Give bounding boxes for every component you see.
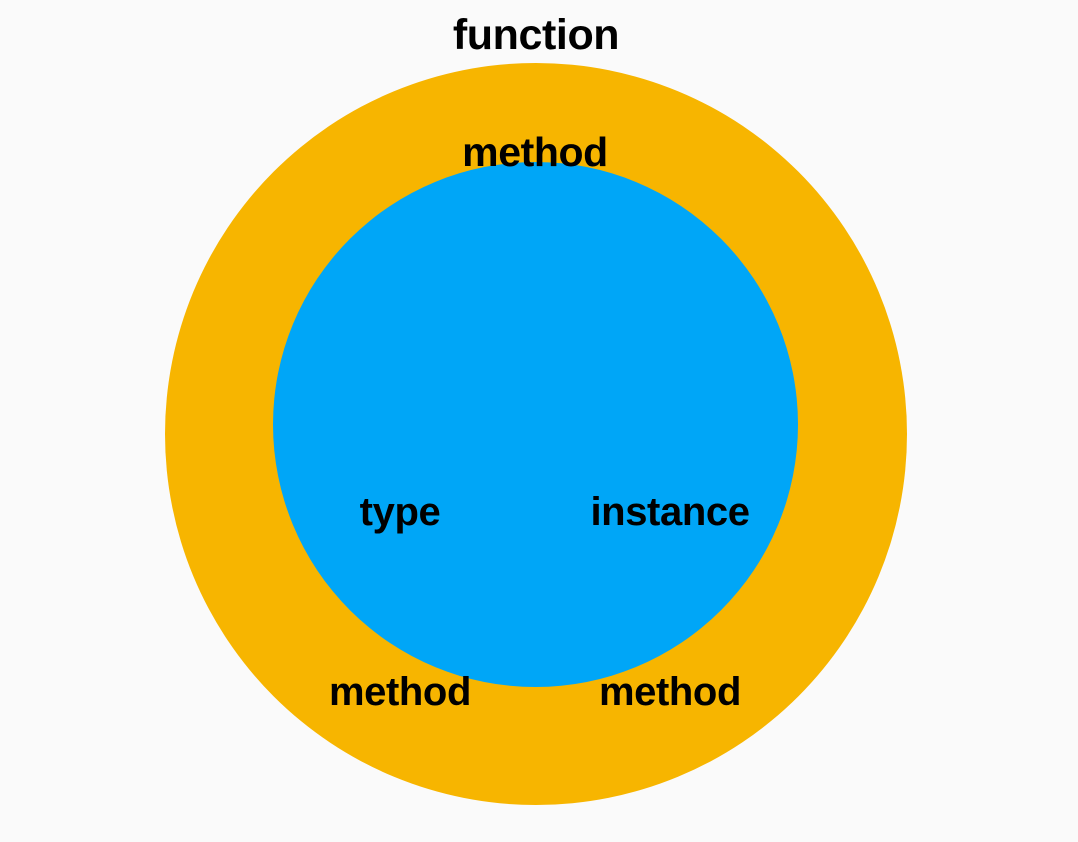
- label-instance-method-line1: instance: [590, 490, 750, 534]
- label-type-method: type method: [280, 362, 520, 842]
- inner-circle-method: [273, 162, 798, 687]
- label-method: method: [462, 129, 608, 175]
- label-instance-method: instance method: [530, 362, 810, 842]
- label-type-method-line2: method: [328, 670, 472, 714]
- diagram-canvas: function method type method instance met…: [165, 11, 907, 805]
- label-type-method-line1: type: [359, 490, 441, 534]
- label-instance-method-line2: method: [598, 670, 742, 714]
- label-function: function: [452, 11, 620, 59]
